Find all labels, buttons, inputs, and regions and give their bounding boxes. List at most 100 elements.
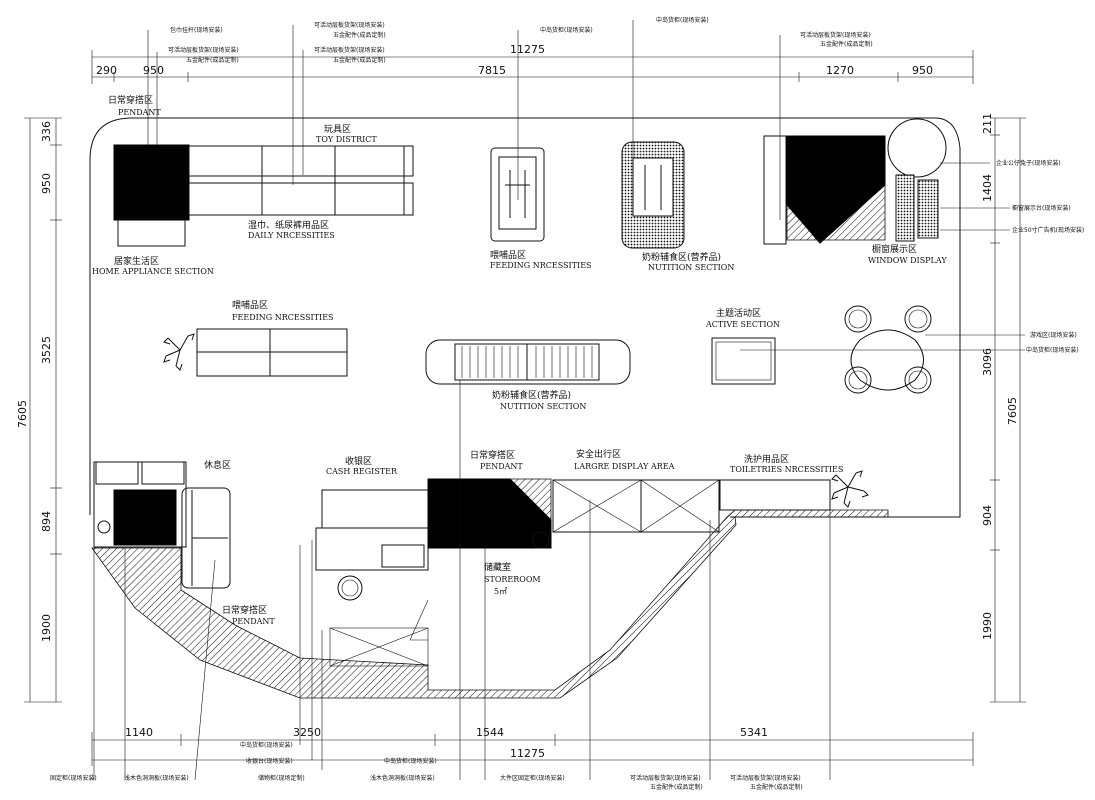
zone-9-en: NUTITION SECTION — [500, 402, 586, 411]
dim-top-seg-2: 950 — [143, 64, 164, 77]
zone-13-en: LARGRE DISPLAY AREA — [574, 462, 675, 471]
dim-right-total: 7605 — [1006, 397, 1019, 425]
zone-16-cn: 日常穿搭区 — [222, 604, 267, 616]
note-right-2: 企业50寸广告机(现场安装) — [1012, 226, 1084, 234]
dim-top-seg-3: 7815 — [478, 64, 506, 77]
note-top-9: 可活动层板货架(现场安装) — [800, 31, 871, 39]
zone-0-cn: 日常穿搭区 — [108, 94, 153, 106]
zone-7-en: FEEDING NRCESSITIES — [232, 313, 334, 322]
dim-right-seg-4: 904 — [981, 505, 994, 526]
cash-register — [315, 489, 429, 667]
zone-14-cn: 洗护用品区 — [744, 453, 789, 465]
dim-left-seg-5: 1900 — [40, 614, 53, 642]
zone-2-cn: 湿巾、纸尿裤用品区 — [248, 219, 329, 231]
zone-15-en: STOREROOM — [484, 575, 541, 584]
play-area-table — [844, 305, 932, 394]
note-top-2: 五金配件(成品定制) — [186, 56, 239, 64]
zone-8-en: ACTIVE SECTION — [705, 320, 780, 329]
leader-lines — [93, 20, 1025, 781]
dim-bottom-total: 11275 — [510, 747, 545, 760]
dim-top-seg-4: 1270 — [826, 64, 854, 77]
zone-8-cn: 主题活动区 — [716, 307, 761, 319]
note-bottom-11: 五金配件(成品定制) — [750, 783, 803, 791]
dim-left-seg-3: 3525 — [40, 336, 53, 364]
zone-1-en: TOY DISTRICT — [316, 135, 377, 144]
active-section-stand — [711, 337, 776, 385]
notes-top: 包巾挂杆(现场安装) 可活动层板货架(现场安装) 五金配件(成品定制) 可活动层… — [168, 16, 873, 64]
dim-bottom-seg-4: 5341 — [740, 726, 768, 739]
note-bottom-1: 收银台(现场安装) — [246, 757, 293, 765]
nutrition-island-top — [621, 141, 685, 249]
zone-10-cn: 休息区 — [204, 459, 231, 471]
zone-9-cn: 奶粉辅食区(营养品) — [492, 389, 571, 401]
zone-16-en: PENDANT — [232, 617, 275, 626]
note-bottom-7: 大件区固定柜(现场安装) — [500, 774, 565, 782]
zone-11-en: CASH REGISTER — [326, 467, 398, 476]
storeroom — [409, 478, 552, 641]
zone-14-en: TOILETRIES NRCESSITIES — [730, 465, 843, 474]
dim-left-seg-4: 894 — [40, 511, 53, 532]
note-top-6: 五金配件(成品定制) — [333, 56, 386, 64]
note-bottom-8: 可活动层板货架(现场安装) — [630, 774, 701, 782]
note-bottom-5: 中岛货柜(现场安装) — [384, 757, 437, 765]
window-display — [763, 118, 947, 245]
dim-top-seg-5: 950 — [912, 64, 933, 77]
zone-2-en: DAILY NRCESSITIES — [248, 231, 335, 240]
zone-1-cn: 玩具区 — [324, 124, 351, 135]
dim-right-seg-1: 211 — [981, 113, 994, 134]
large-display-area — [552, 479, 720, 533]
zone-12-en: PENDANT — [480, 462, 523, 471]
dim-top-total: 11275 — [510, 43, 545, 56]
zone-12-cn: 日常穿搭区 — [470, 449, 515, 461]
pendant-display-top-left — [113, 144, 190, 247]
note-top-10: 五金配件(成品定制) — [820, 40, 873, 48]
zone-0-en: PENDANT — [118, 108, 161, 117]
plant-icon-right — [831, 470, 869, 508]
dimension-bottom: 1140 3250 1544 5341 11275 — [91, 726, 974, 766]
dimension-right: 211 1404 3096 904 1990 7605 — [981, 113, 1026, 703]
note-top-4: 五金配件(成品定制) — [333, 31, 386, 39]
toy-district-shelves — [188, 145, 414, 216]
note-bottom-0: 中岛货柜(现场安装) — [240, 741, 293, 749]
note-bottom-2: 储物柜(现场定制) — [258, 774, 305, 782]
dim-bottom-seg-2: 3250 — [293, 726, 321, 739]
note-bottom-9: 五金配件(成品定制) — [650, 783, 703, 791]
zone-6-en: WINDOW DISPLAY — [868, 256, 947, 265]
note-right-0: 企业公仔兔子(现场安装) — [996, 159, 1061, 167]
note-top-3: 可活动层板货架(现场安装) — [314, 21, 385, 29]
zone-5-cn: 奶粉辅食区(营养品) — [642, 251, 721, 263]
dim-left-seg-1: 336 — [40, 121, 53, 142]
toiletries-shelf — [719, 470, 869, 511]
feeding-island-top — [490, 147, 545, 242]
zone-4-cn: 喂哺品区 — [490, 249, 526, 261]
zone-4-en: FEEDING NRCESSITIES — [490, 261, 592, 270]
nutrition-island-center — [425, 339, 631, 385]
note-top-7: 中岛货柜(现场安装) — [540, 26, 593, 34]
notes-right: 企业公仔兔子(现场安装) 橱窗展示台(现场安装) 企业50寸广告机(现场安装) … — [996, 159, 1084, 354]
dim-left-total: 7605 — [16, 400, 29, 428]
note-right-3: 游戏区(现场安装) — [1030, 331, 1077, 339]
zone-5-en: NUTITION SECTION — [648, 263, 734, 272]
storeroom-area: 5㎡ — [494, 587, 507, 596]
dim-right-seg-5: 1990 — [981, 612, 994, 640]
note-bottom-6: 浅木色洞洞板(现场安装) — [370, 774, 435, 782]
note-right-4: 中岛货柜(现场安装) — [1026, 346, 1079, 354]
feeding-shelf-middle — [163, 328, 348, 377]
note-top-8: 中岛货柜(现场安装) — [656, 16, 709, 24]
dim-right-seg-3: 3096 — [981, 348, 994, 376]
zone-15-cn: 储藏室 — [484, 561, 511, 573]
note-top-5: 可活动层板货架(现场安装) — [314, 46, 385, 54]
plant-icon-left — [163, 333, 195, 371]
notes-bottom: 中岛货柜(现场安装) 收银台(现场安装) 储物柜(现场定制) 固定柜(现场安装)… — [50, 741, 803, 791]
note-bottom-4: 浅木色洞洞板(现场安装) — [124, 774, 189, 782]
note-right-1: 橱窗展示台(现场安装) — [1012, 204, 1071, 212]
note-top-0: 包巾挂杆(现场安装) — [170, 26, 223, 34]
zone-13-cn: 安全出行区 — [576, 448, 621, 460]
dim-bottom-seg-3: 1544 — [476, 726, 504, 739]
dim-left-seg-2: 950 — [40, 173, 53, 194]
note-bottom-10: 可活动层板货架(现场安装) — [730, 774, 801, 782]
dim-right-seg-2: 1404 — [981, 174, 994, 202]
zone-labels: 日常穿搭区 PENDANT 玩具区 TOY DISTRICT 湿巾、纸尿裤用品区… — [92, 94, 947, 626]
zone-6-cn: 橱窗展示区 — [872, 243, 917, 255]
